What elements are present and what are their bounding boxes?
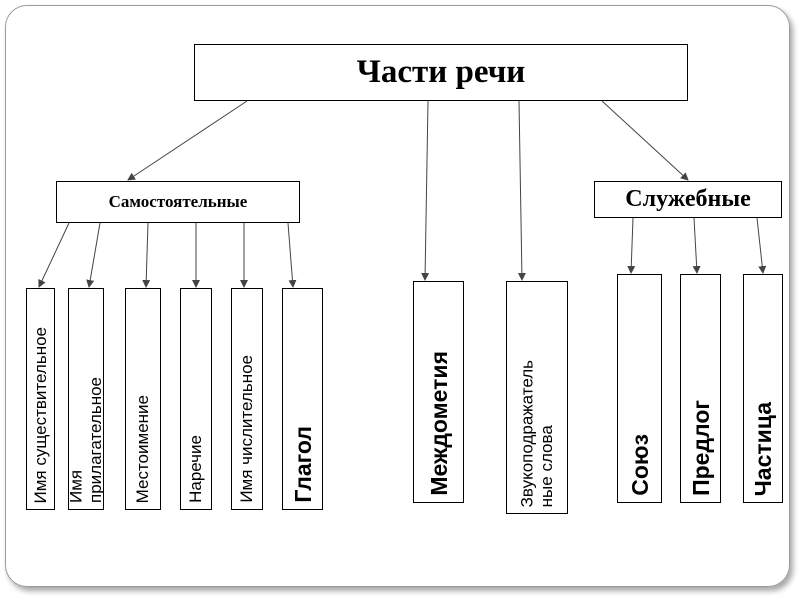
part-verb: Глагол <box>282 288 323 510</box>
part-onomatopoeia: Звукоподражатель ные слова <box>506 281 568 514</box>
part-interjections: Междометия <box>413 281 464 503</box>
part-adverb: Наречие <box>180 288 212 510</box>
part-adjective: Имя прилагательное <box>68 288 104 510</box>
arrow-title-to-independent <box>127 100 248 181</box>
group-independent: Самостоятельные <box>56 181 300 223</box>
part-particle: Частица <box>743 274 783 503</box>
part-conjunction: Союз <box>617 274 662 503</box>
part-preposition: Предлог <box>680 274 721 503</box>
part-numeral: Имя числительное <box>231 288 263 510</box>
part-pronoun: Местоимение <box>125 288 161 510</box>
slide-frame <box>5 5 790 587</box>
arrow-title-to-auxiliary <box>601 100 689 181</box>
arrow-to-adjective <box>86 222 101 288</box>
arrow-to-pronoun <box>142 222 151 288</box>
arrow-to-particle <box>756 217 767 274</box>
arrow-title-to-onomatopoeia <box>517 100 526 281</box>
arrow-to-preposition <box>692 217 701 274</box>
arrow-to-verb <box>287 222 297 288</box>
group-auxiliary: Служебные <box>594 181 782 218</box>
arrow-to-conjunction <box>627 217 636 274</box>
part-noun: Имя существительное <box>26 288 55 510</box>
arrow-title-to-interjections <box>421 100 430 281</box>
arrow-to-noun <box>38 222 70 288</box>
diagram-title: Части речи <box>194 44 688 101</box>
